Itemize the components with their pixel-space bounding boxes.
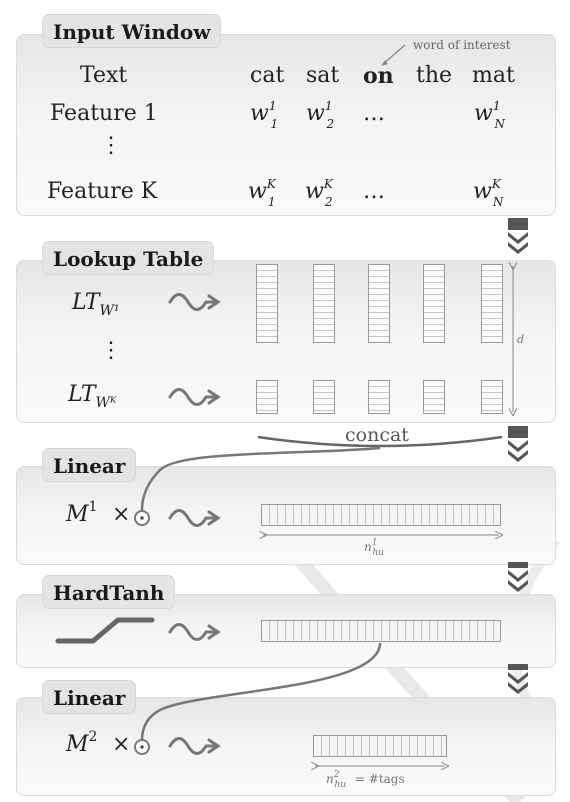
linear2-times: ×	[112, 732, 131, 757]
row-label-feature-1: Feature 1	[50, 101, 158, 126]
featurek-w1: wK1	[248, 177, 276, 209]
word-sat: sat	[306, 63, 340, 88]
feature1-dots: …	[363, 101, 385, 126]
lookup-column	[481, 264, 503, 343]
linear1-output-vector	[261, 504, 501, 526]
linear2-output-vector	[313, 735, 447, 757]
word-of-interest-note: word of interest	[413, 38, 511, 52]
hardtanh-connector	[140, 642, 382, 741]
lt-w1-label: LTW¹	[72, 290, 120, 319]
row-label-vdots: ⋮	[100, 133, 122, 158]
feature1-wn: w1N	[474, 99, 505, 131]
word-the: the	[416, 63, 453, 88]
linear1-title: Linear	[42, 448, 137, 482]
feature1-w2: w12	[306, 99, 335, 131]
linear2-title: Linear	[42, 680, 137, 714]
lookup-column	[256, 264, 278, 343]
linear1-matrix-label: M1	[66, 499, 98, 527]
lt-wk-label: LTWᴷ	[68, 382, 117, 411]
lookup-column	[423, 264, 445, 343]
word-mat: mat	[472, 63, 515, 88]
word-cat: cat	[250, 63, 285, 88]
word-on: on	[363, 63, 394, 89]
lookup-table-panel	[16, 260, 556, 423]
input-window-title: Input Window	[42, 14, 222, 48]
lookup-column	[313, 264, 335, 343]
concat-label: concat	[345, 424, 409, 446]
dimension-d-label: d	[517, 333, 525, 346]
squiggle-arrow	[168, 293, 221, 755]
featurek-w2: wK2	[305, 177, 333, 209]
hardtanh-title: HardTanh	[42, 575, 176, 609]
lookup-vdots: ⋮	[100, 338, 122, 363]
lookup-column-k	[256, 380, 278, 414]
lookup-table-title: Lookup Table	[42, 241, 215, 275]
concat-connector	[140, 446, 381, 511]
hardtanh-output-vector	[261, 620, 501, 642]
row-label-feature-k: Feature K	[47, 179, 158, 204]
lookup-column-k	[368, 380, 390, 414]
lookup-column	[368, 264, 390, 343]
lookup-column-k	[423, 380, 445, 414]
lookup-column-k	[313, 380, 335, 414]
feature1-w1: w11	[250, 99, 279, 131]
concat-brace	[257, 435, 503, 448]
featurek-dots: …	[363, 179, 385, 204]
linear1-times: ×	[112, 502, 131, 527]
linear1-width-label: n1hu	[364, 538, 385, 558]
input-window-panel	[16, 34, 556, 216]
row-label-text: Text	[80, 63, 128, 88]
linear2-width-label: n2hu = #tags	[326, 770, 405, 790]
flow-chevrons	[508, 218, 528, 694]
featurek-wn: wKN	[473, 177, 504, 209]
lookup-column-k	[481, 380, 503, 414]
hardtanh-icon	[55, 617, 155, 644]
linear2-matrix-label: M2	[66, 729, 98, 757]
